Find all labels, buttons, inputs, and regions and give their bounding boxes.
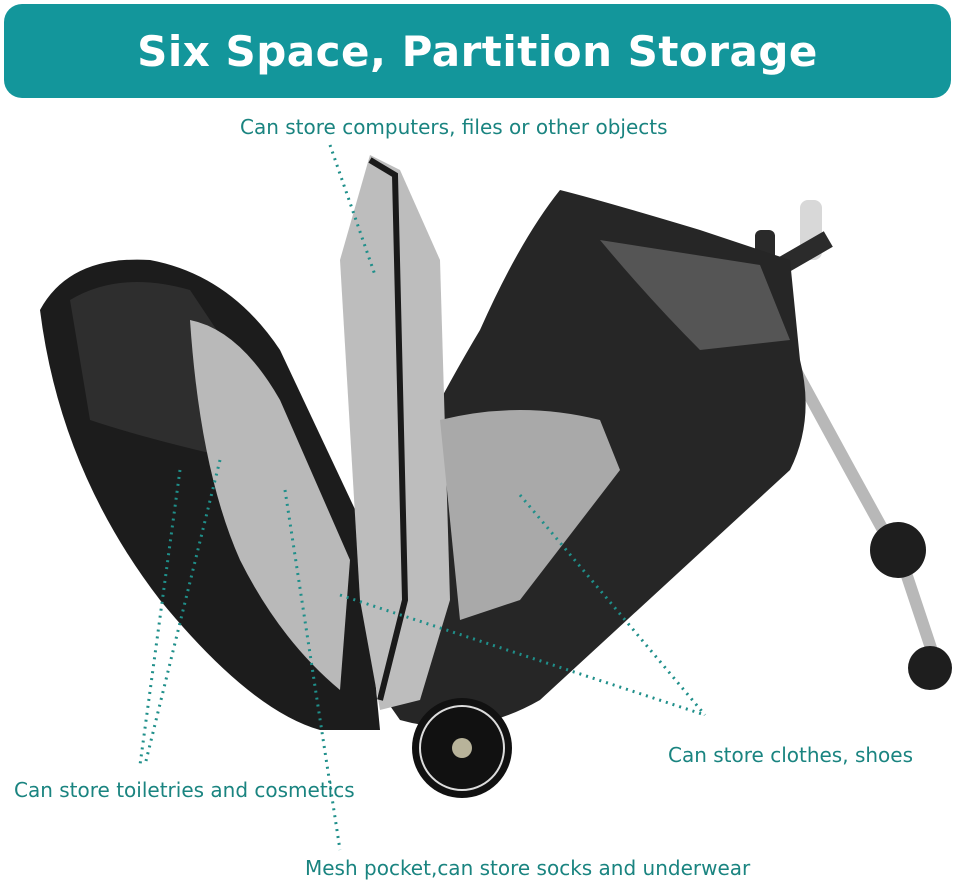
leader-lines: [138, 144, 707, 851]
label-mesh-pocket: Mesh pocket,can store socks and underwea…: [305, 856, 751, 880]
label-clothes: Can store clothes, shoes: [668, 743, 913, 767]
label-computers: Can store computers, files or other obje…: [240, 115, 668, 139]
partition-divider: [340, 155, 450, 710]
page-title: Six Space, Partition Storage: [137, 26, 818, 76]
label-toiletries: Can store toiletries and cosmetics: [14, 778, 355, 802]
wheel: [412, 698, 512, 798]
title-banner: Six Space, Partition Storage: [4, 4, 951, 98]
